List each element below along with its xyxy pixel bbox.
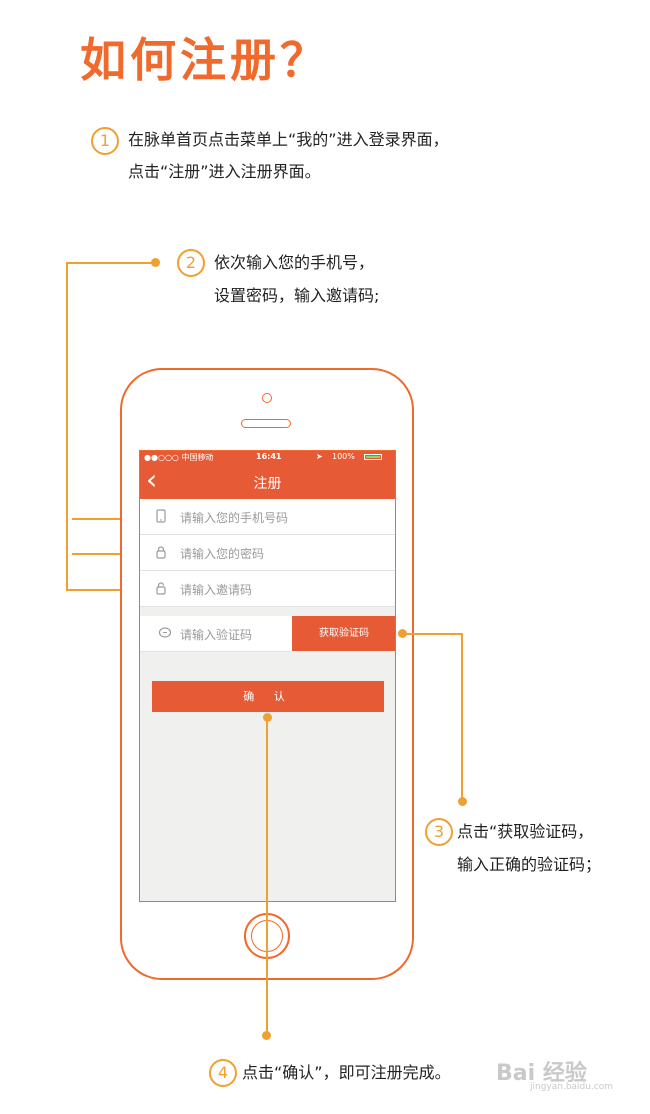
- status-time: 16:41: [256, 452, 282, 461]
- invite-code-placeholder: 请输入邀请码: [180, 583, 253, 597]
- status-battery-text: 100%: [332, 452, 355, 461]
- step-3-number: 3: [425, 818, 453, 846]
- step-2-line-2: 设置密码，输入邀请码;: [214, 286, 380, 305]
- connector-password-field: [72, 553, 152, 555]
- step-1-line-2: 点击“注册”进入注册界面。: [128, 162, 321, 181]
- step-4-line-1: 点击“确认”，即可注册完成。: [242, 1063, 451, 1082]
- step-3-connector-horizontal: [402, 633, 463, 635]
- step-2-connector-top: [66, 262, 154, 264]
- back-icon[interactable]: ‹: [146, 463, 158, 496]
- phone-speaker: [241, 419, 291, 428]
- step-3-line-2: 输入正确的验证码；: [457, 855, 602, 874]
- password-placeholder: 请输入您的密码: [180, 547, 265, 561]
- get-code-button[interactable]: 获取验证码: [292, 616, 395, 651]
- nav-bar: ‹ 注册: [140, 464, 395, 499]
- battery-icon: [364, 454, 382, 460]
- nav-title: 注册: [253, 476, 282, 492]
- step-4-connector-dot-end: [262, 1031, 271, 1040]
- step-2-connector-dot: [151, 258, 160, 267]
- location-icon: ➤: [316, 452, 323, 461]
- step-3-connector-dot-end: [458, 797, 467, 806]
- connector-phone-field: [72, 518, 152, 520]
- phone-number-placeholder: 请输入您的手机号码: [180, 511, 289, 525]
- password-field[interactable]: 请输入您的密码: [140, 535, 395, 571]
- mobile-phone-icon: [156, 509, 166, 523]
- step-2-number: 2: [177, 249, 205, 277]
- phone-number-field[interactable]: 请输入您的手机号码: [140, 499, 395, 535]
- status-carrier: ●●○○○ 中国移动: [144, 453, 214, 462]
- unlock-icon: [156, 582, 166, 595]
- verification-code-field[interactable]: 请输入验证码: [140, 616, 292, 652]
- baidu-watermark: Bai 经验: [496, 1061, 587, 1086]
- step-4-number: 4: [209, 1059, 237, 1087]
- verification-code-placeholder: 请输入验证码: [180, 628, 253, 642]
- step-3-line-1: 点击“获取验证码，: [457, 822, 594, 841]
- phone-camera: [262, 393, 272, 403]
- page-title: 如何注册？: [80, 33, 330, 87]
- connector-invite-field: [66, 589, 152, 591]
- confirm-button[interactable]: 确 认: [152, 681, 384, 712]
- wifi-icon: ◠: [204, 452, 211, 461]
- step-2-line-1: 依次输入您的手机号，: [214, 253, 375, 272]
- step-3-connector-vertical: [461, 633, 463, 801]
- phone-screen: ●●○○○ 中国移动 ◠ 16:41 ➤ 100% ‹ 注册 请输入您的手机号码…: [139, 450, 396, 902]
- step-2-connector-vertical: [66, 262, 68, 590]
- invite-code-field[interactable]: 请输入邀请码: [140, 571, 395, 607]
- step-1-line-1: 在脉单首页点击菜单上“我的”进入登录界面，: [128, 130, 449, 149]
- step-1-number: 1: [91, 127, 119, 155]
- message-bubble-icon: [158, 627, 172, 638]
- baidu-watermark-url: jingyan.baidu.com: [530, 1082, 614, 1092]
- lock-icon: [156, 546, 166, 559]
- step-4-connector-vertical: [266, 717, 268, 1035]
- status-bar: ●●○○○ 中国移动 ◠ 16:41 ➤ 100%: [140, 451, 395, 464]
